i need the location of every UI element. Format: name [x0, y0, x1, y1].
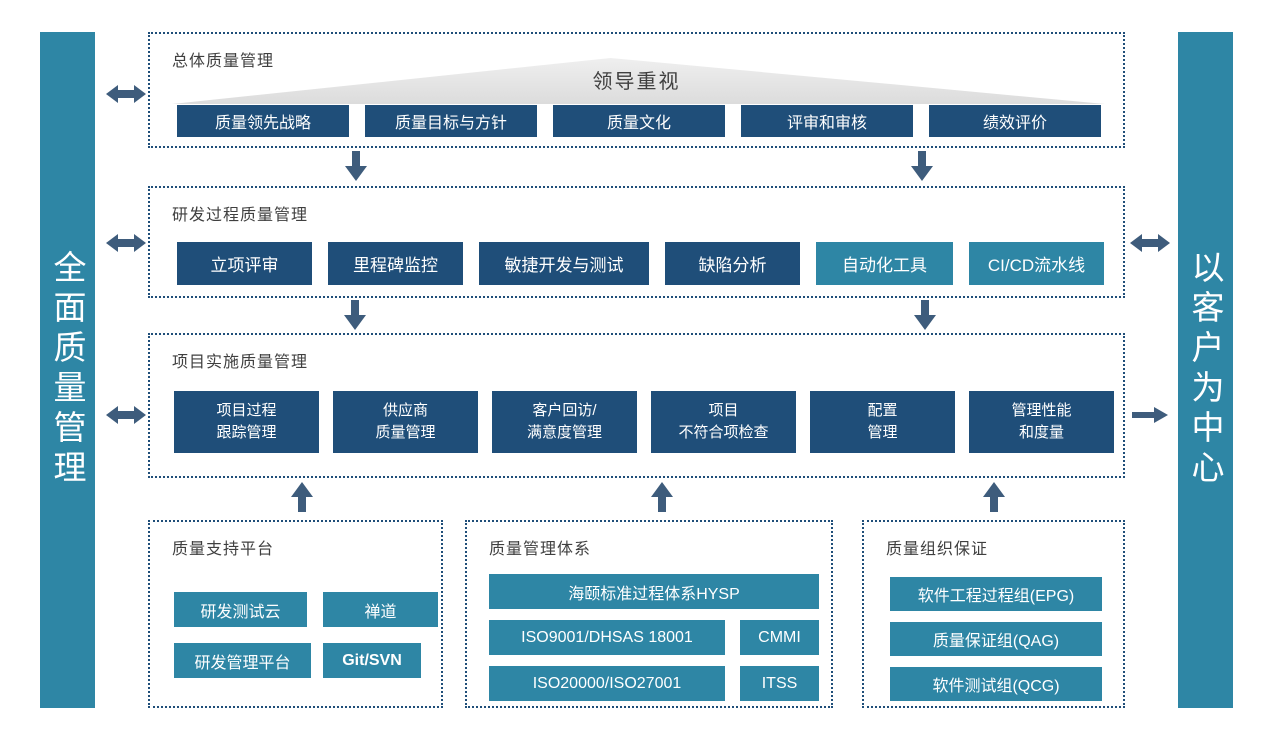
- chip-line: 项目过程: [216, 402, 277, 419]
- chip-project-initiation-review: 立项评审: [177, 242, 312, 285]
- double-arrow-icon: [106, 404, 146, 426]
- chip-agile-dev-test: 敏捷开发与测试: [479, 242, 649, 285]
- chip-itss: ITSS: [740, 666, 819, 701]
- double-arrow-icon: [106, 232, 146, 254]
- section-org-title: 质量组织保证: [886, 541, 989, 558]
- chip-epg-group: 软件工程过程组(EPG): [890, 577, 1102, 611]
- down-arrow-icon: [345, 151, 367, 181]
- chip-supplier-quality: 供应商 质量管理: [333, 391, 478, 453]
- section-overall-title: 总体质量管理: [172, 53, 275, 70]
- chip-qcg-group: 软件测试组(QCG): [890, 667, 1102, 701]
- chip-line: 供应商: [382, 402, 428, 419]
- chip-git-svn: Git/SVN: [323, 643, 421, 678]
- chip-hysp-standard-process: 海颐标准过程体系HYSP: [489, 574, 819, 609]
- chip-line: 项目: [708, 402, 739, 419]
- right-arrow-icon: [1132, 406, 1168, 424]
- double-arrow-icon: [1130, 232, 1170, 254]
- chip-rd-test-cloud: 研发测试云: [174, 592, 307, 627]
- chip-review-audit: 评审和审核: [741, 105, 913, 137]
- chip-quality-leading-strategy: 质量领先战略: [177, 105, 349, 137]
- section-project-title: 项目实施质量管理: [172, 354, 309, 371]
- chip-line: 客户回访/: [532, 402, 597, 419]
- up-arrow-icon: [651, 482, 673, 512]
- chip-defect-analysis: 缺陷分析: [665, 242, 800, 285]
- chip-performance-measurement: 管理性能 和度量: [969, 391, 1114, 453]
- chip-performance-evaluation: 绩效评价: [929, 105, 1101, 137]
- section-system-title: 质量管理体系: [489, 541, 592, 558]
- chip-quality-culture: 质量文化: [553, 105, 725, 137]
- down-arrow-icon: [344, 300, 366, 330]
- down-arrow-icon: [914, 300, 936, 330]
- chip-iso9001-dhsas18001: ISO9001/DHSAS 18001: [489, 620, 725, 655]
- chip-project-process-tracking: 项目过程 跟踪管理: [174, 391, 319, 453]
- chip-line: 管理: [867, 424, 898, 441]
- section-overall-quality: 总体质量管理 领导重视 质量领先战略 质量目标与方针 质量文化 评审和审核 绩效…: [148, 32, 1125, 148]
- chip-line: 质量管理: [375, 424, 436, 441]
- chip-line: 不符合项检查: [678, 424, 769, 441]
- double-arrow-icon: [106, 83, 146, 105]
- section-support-title: 质量支持平台: [172, 541, 275, 558]
- chip-qag-group: 质量保证组(QAG): [890, 622, 1102, 656]
- chip-line: 跟踪管理: [216, 424, 277, 441]
- chip-line: 配置: [867, 402, 898, 419]
- section-rd-process-quality: 研发过程质量管理 立项评审 里程碑监控 敏捷开发与测试 缺陷分析 自动化工具 C…: [148, 186, 1125, 298]
- right-bar-label: 以客户为中心: [1187, 250, 1224, 490]
- chip-iso20000-iso27001: ISO20000/ISO27001: [489, 666, 725, 701]
- right-customer-centric-bar: 以客户为中心: [1178, 32, 1233, 708]
- chip-zentao: 禅道: [323, 592, 438, 627]
- chip-automation-tools: 自动化工具: [816, 242, 953, 285]
- chip-milestone-monitoring: 里程碑监控: [328, 242, 463, 285]
- section-quality-org-assurance: 质量组织保证 软件工程过程组(EPG) 质量保证组(QAG) 软件测试组(QCG…: [862, 520, 1125, 708]
- chip-rd-management-platform: 研发管理平台: [174, 643, 311, 678]
- left-bar-label: 全面质量管理: [49, 250, 86, 490]
- down-arrow-icon: [911, 151, 933, 181]
- chip-cmmi: CMMI: [740, 620, 819, 655]
- left-total-quality-bar: 全面质量管理: [40, 32, 95, 708]
- leadership-banner-label: 领导重视: [592, 71, 681, 93]
- up-arrow-icon: [291, 482, 313, 512]
- section-quality-support-platform: 质量支持平台 研发测试云 禅道 研发管理平台 Git/SVN: [148, 520, 443, 708]
- section-quality-management-system: 质量管理体系 海颐标准过程体系HYSP ISO9001/DHSAS 18001 …: [465, 520, 833, 708]
- section-rd-title: 研发过程质量管理: [172, 207, 309, 224]
- chip-customer-visit-satisfaction: 客户回访/ 满意度管理: [492, 391, 637, 453]
- chip-line: 管理性能: [1011, 402, 1072, 419]
- chip-quality-goals-policy: 质量目标与方针: [365, 105, 537, 137]
- section-project-implementation-quality: 项目实施质量管理 项目过程 跟踪管理 供应商 质量管理 客户回访/ 满意度管理 …: [148, 333, 1125, 478]
- chip-nonconformance-check: 项目 不符合项检查: [651, 391, 796, 453]
- up-arrow-icon: [983, 482, 1005, 512]
- chip-configuration-management: 配置 管理: [810, 391, 955, 453]
- chip-line: 满意度管理: [526, 424, 602, 441]
- chip-cicd-pipeline: CI/CD流水线: [969, 242, 1104, 285]
- chip-line: 和度量: [1018, 424, 1064, 441]
